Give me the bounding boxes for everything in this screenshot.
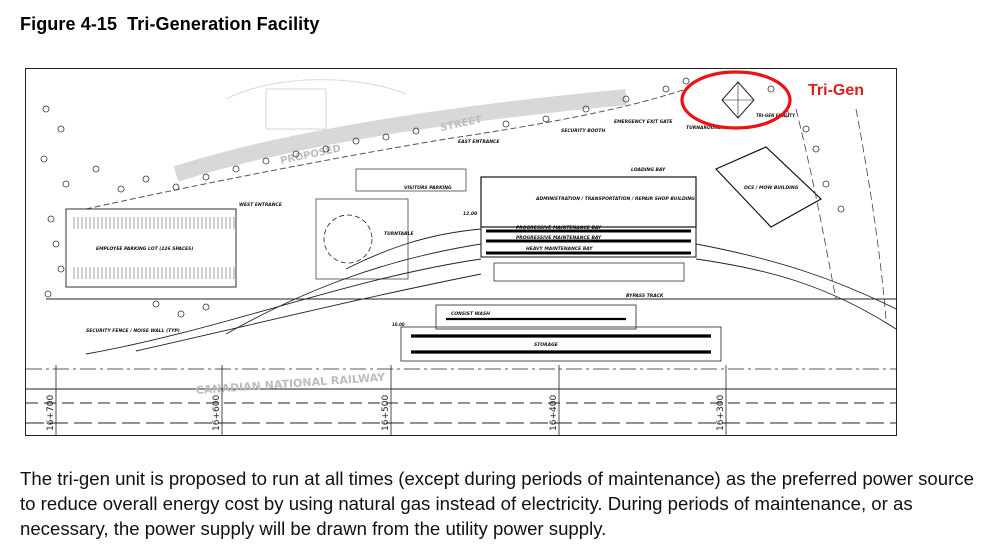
tree: [822, 180, 830, 188]
east-entrance-label: EAST ENTRANCE: [458, 139, 500, 145]
admin-building-label: ADMINISTRATION / TRANSPORTATION / REPAIR…: [535, 196, 695, 202]
station-markers: 16+700 16+600 16+500 16+400 16+300: [46, 365, 727, 435]
site-plan-drawing: PROPOSED STREET EMPLOYEE PARKING LOT (22…: [25, 68, 897, 436]
tree: [177, 310, 185, 318]
track-curve-5: [695, 258, 896, 330]
security-booth-label: SECURITY BOOTH: [561, 128, 605, 134]
tree: [202, 303, 210, 311]
tree: [502, 120, 510, 128]
visitors-parking: [355, 168, 467, 192]
figure-caption: Tri-Generation Facility: [127, 14, 320, 34]
pm-bay-1-label: PROGRESSIVE MAINTENANCE BAY: [516, 225, 602, 231]
loading-bay-label: LOADING BAY: [631, 167, 666, 173]
railway-label: CANADIAN NATIONAL RAILWAY: [195, 371, 386, 397]
figure-title: Figure 4-15 Tri-Generation Facility: [20, 14, 320, 35]
tree: [812, 145, 820, 153]
station-label: 16+500: [381, 395, 391, 431]
tree: [92, 165, 100, 173]
faint-building: [265, 88, 327, 130]
turnaround-label: TURNAROUND: [686, 125, 722, 131]
visitors-parking-label: VISITORS PARKING: [404, 185, 452, 191]
employee-parking-lot: [65, 208, 237, 288]
trees-group: [40, 77, 845, 318]
station-label: 16+300: [716, 395, 726, 431]
tri-gen-facility-label: TRI-GEN FACILITY: [756, 113, 796, 118]
heavy-bay-label: HEAVY MAINTENANCE BAY: [526, 246, 593, 252]
emergency-exit-label: EMERGENCY EXIT GATE: [614, 119, 673, 125]
track-curve-3: [225, 243, 482, 335]
tree: [802, 125, 810, 133]
tree: [172, 183, 180, 191]
turntable-area: [315, 198, 409, 280]
tree: [44, 290, 52, 298]
site-plan-svg: PROPOSED STREET EMPLOYEE PARKING LOT (22…: [26, 70, 896, 435]
tree: [412, 127, 420, 135]
tree: [52, 240, 60, 248]
tree: [662, 85, 670, 93]
track-curve-6: [695, 243, 896, 310]
tree: [262, 157, 270, 165]
tree: [292, 150, 300, 158]
maintenance-bays: [480, 226, 697, 258]
tree: [352, 137, 360, 145]
admin-building: [480, 176, 697, 228]
track-curve-2: [135, 273, 482, 352]
tree: [57, 265, 65, 273]
body-paragraph: The tri-gen unit is proposed to run at a…: [20, 468, 974, 539]
storage-yard: [400, 326, 722, 362]
storage-label: STORAGE: [534, 342, 559, 348]
tree: [542, 115, 550, 123]
tree: [117, 185, 125, 193]
tri-gen-highlight-ellipse: [680, 70, 792, 130]
proposed-street-road: [173, 89, 627, 182]
parking-stalls: [73, 217, 235, 279]
tree: [767, 85, 775, 93]
tri-gen-callout: Tri-Gen: [808, 82, 865, 99]
consist-wash-label: CONSIST WASH: [451, 311, 490, 317]
turntable-circle: [323, 214, 373, 264]
tree: [57, 125, 65, 133]
tree: [202, 173, 210, 181]
tree: [682, 77, 690, 85]
figure-number: Figure 4-15: [20, 14, 118, 34]
tree: [322, 145, 330, 153]
turntable-label: TURNTABLE: [384, 231, 414, 237]
tree: [42, 105, 50, 113]
employee-lot-label: EMPLOYEE PARKING LOT (226 SPACES): [96, 246, 193, 252]
dim-label-2: 10.00: [392, 322, 405, 327]
west-entrance-label: WEST ENTRANCE: [239, 202, 283, 208]
right-road-2: [855, 108, 887, 320]
mid-structure: [493, 262, 685, 282]
bypass-track-label: BYPASS TRACK: [626, 293, 664, 299]
station-label: 16+700: [46, 395, 56, 431]
ocs-mow-building: [714, 146, 823, 228]
station-label: 16+600: [212, 395, 222, 431]
consist-wash-area: [435, 304, 637, 330]
station-label: 16+400: [549, 395, 559, 431]
ocs-mow-label: OCS / MOW BUILDING: [744, 185, 799, 191]
tree: [152, 300, 160, 308]
tree: [142, 175, 150, 183]
faint-curve: [225, 79, 407, 100]
tree: [837, 205, 845, 213]
tree: [232, 165, 240, 173]
tree: [47, 215, 55, 223]
pm-bay-2-label: PROGRESSIVE MAINTENANCE BAY: [516, 235, 602, 241]
track-curve-4: [345, 228, 482, 270]
tree: [62, 180, 70, 188]
tree: [582, 105, 590, 113]
track-curve-1: [85, 258, 482, 355]
dim-label-1: 12.00: [463, 211, 477, 217]
security-fence-label: SECURITY FENCE / NOISE WALL (TYP): [86, 328, 180, 334]
tree: [40, 155, 48, 163]
tree: [382, 133, 390, 141]
tree: [622, 95, 630, 103]
